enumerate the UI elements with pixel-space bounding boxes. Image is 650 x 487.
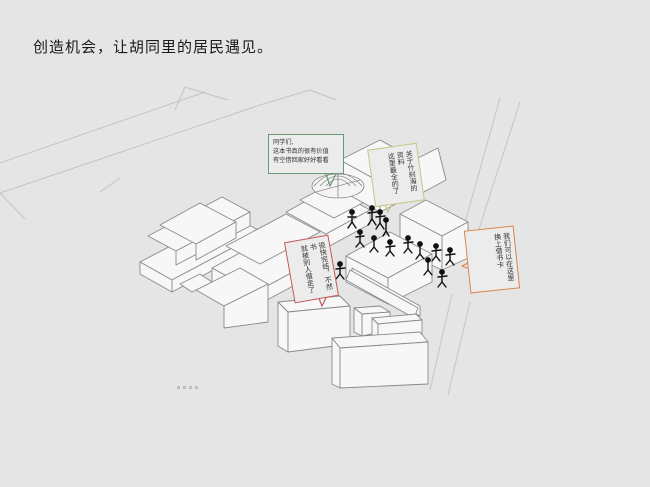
person-figure [355,229,365,248]
ellipsis-mark: 。。。。 [177,381,205,390]
bubble-line: 同学们, [273,139,294,146]
person-figure [375,209,386,230]
page-title: 创造机会，让胡同里的居民遇见。 [33,38,274,56]
people-figures [335,205,456,288]
speech-bubble-orange: 我们可以在这里 换上借书卡 [463,225,521,294]
person-figure [403,235,414,254]
person-figure [369,235,379,253]
person-figure [382,217,390,237]
person-figure [445,247,456,266]
person-figure [335,261,346,280]
bubble-line: 有空借回家好好看看 [273,157,329,164]
site-lines [0,86,521,396]
bubble-line: 这本书真的很有价值 [273,148,329,155]
buildings [139,139,469,389]
speech-bubble-yellow: 关于什刹海的资料 这里最全的了 [367,142,425,208]
dome-pavilion [311,172,365,199]
person-figure [423,257,433,276]
person-figure [367,205,378,226]
person-figure [385,239,396,257]
person-figure [437,269,448,288]
person-figure [347,209,357,229]
person-figure [415,241,425,260]
person-figure [431,243,442,262]
speech-bubble-green: 同学们, 这本书真的很有价值 有空借回家好好看看 [268,134,344,174]
